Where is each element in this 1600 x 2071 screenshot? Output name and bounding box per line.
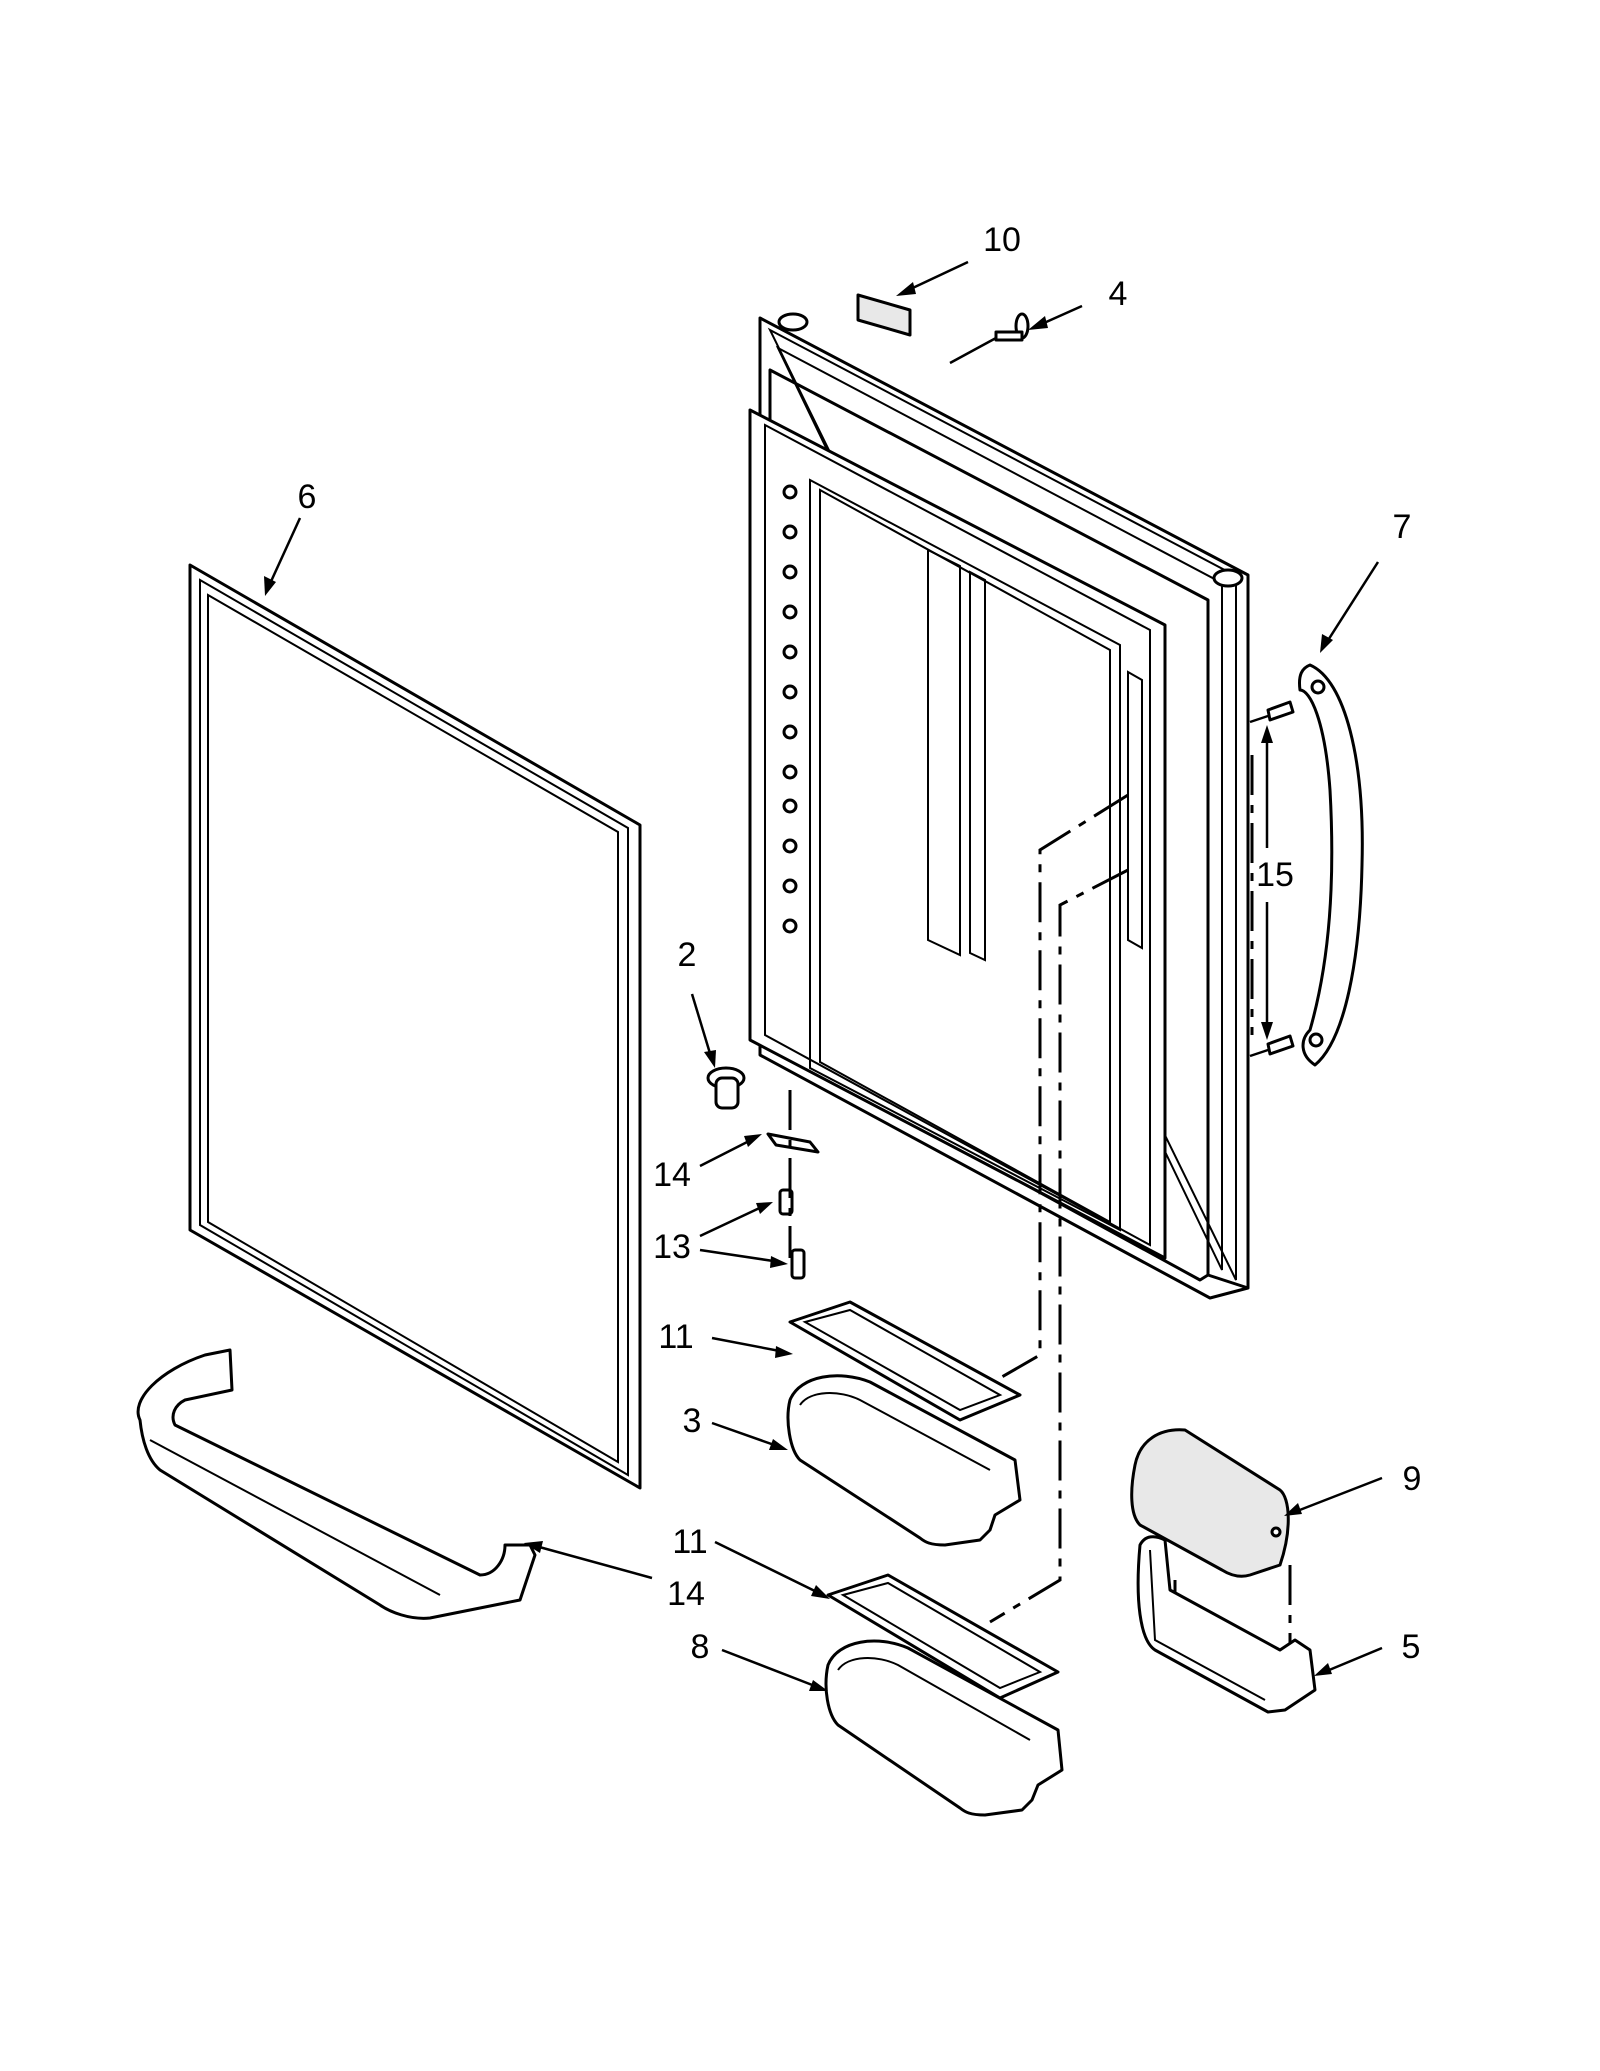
- door-gasket: [188, 563, 642, 1490]
- bin-cover-upper: [788, 1300, 1022, 1422]
- door-liner: [748, 312, 1250, 1300]
- callout-11-upper: 11: [658, 1318, 693, 1356]
- label-part: [856, 293, 912, 337]
- callout-14-rail: 14: [667, 1575, 705, 1613]
- callout-4: 4: [1109, 275, 1128, 313]
- leader-lines: [264, 260, 1383, 1691]
- callout-13: 13: [653, 1228, 691, 1266]
- callout-15: 15: [1256, 856, 1294, 894]
- bin-cover-lower: [826, 1573, 1060, 1700]
- dairy-door: [1130, 1428, 1290, 1578]
- callout-10: 10: [983, 221, 1021, 259]
- hinge-pin: [949, 312, 1030, 365]
- callout-14-bracket: 14: [653, 1156, 691, 1194]
- callout-8: 8: [691, 1628, 710, 1666]
- callout-9: 9: [1403, 1460, 1422, 1498]
- callout-6: 6: [298, 478, 317, 516]
- door-stop-bushing: [706, 1066, 746, 1110]
- dairy-bin: [1136, 1535, 1317, 1714]
- handle-screws: [1249, 700, 1295, 1058]
- callout-11-lower: 11: [672, 1523, 707, 1561]
- door-bin-rail: [136, 1348, 537, 1620]
- assembly-lines: [788, 755, 1292, 1650]
- hinge-bracket: [766, 1132, 820, 1154]
- door-bin-lower: [824, 1639, 1064, 1817]
- callout-3: 3: [683, 1402, 702, 1440]
- door-handle: [1298, 663, 1364, 1067]
- door-bin-upper: [786, 1374, 1022, 1547]
- callout-2: 2: [678, 936, 697, 974]
- callout-5: 5: [1402, 1628, 1421, 1666]
- shelf-pegs: [782, 484, 798, 934]
- callout-7: 7: [1393, 508, 1412, 546]
